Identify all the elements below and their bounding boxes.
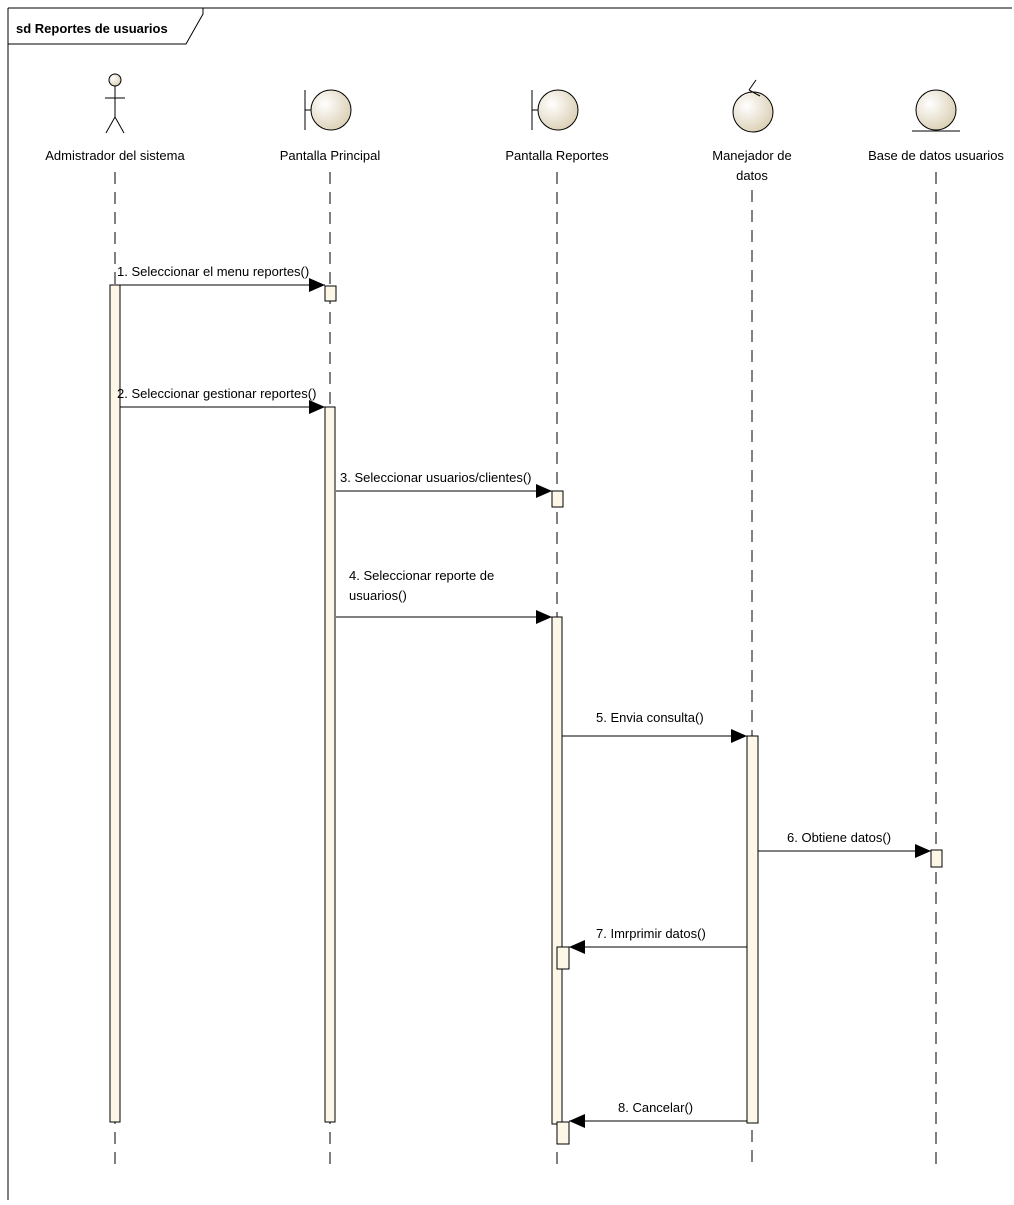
lifeline-label: Base de datos usuarios bbox=[868, 148, 1004, 163]
arrowhead-icon bbox=[536, 484, 552, 498]
boundary-icon bbox=[304, 89, 352, 131]
lifeline-label: Pantalla Principal bbox=[280, 148, 381, 163]
message-label: 6. Obtiene datos() bbox=[787, 830, 891, 845]
activation-bar bbox=[930, 849, 943, 868]
arrowhead-icon bbox=[569, 1114, 585, 1128]
message-label: 1. Seleccionar el menu reportes() bbox=[117, 264, 309, 279]
activation-bar bbox=[551, 490, 564, 508]
message-label: 4. Seleccionar reporte de bbox=[349, 568, 494, 583]
activation-bar bbox=[556, 1121, 570, 1145]
arrowhead-icon bbox=[309, 400, 325, 414]
messages: 1. Seleccionar el menu reportes() 2. Sele… bbox=[117, 264, 931, 1128]
message-label: 5. Envia consulta() bbox=[596, 710, 704, 725]
arrowhead-icon bbox=[536, 610, 552, 624]
activation-bar bbox=[746, 735, 759, 1124]
activation-bar bbox=[324, 285, 337, 302]
lifeline-label: Pantalla Reportes bbox=[505, 148, 609, 163]
message-label: 2. Seleccionar gestionar reportes() bbox=[117, 386, 316, 401]
lifeline-labels: Admistrador del sistema Pantalla Principa… bbox=[45, 148, 1004, 183]
arrowhead-icon bbox=[915, 844, 931, 858]
diagram-frame: sd Reportes de usuarios bbox=[7, 7, 1012, 1200]
entity-icon bbox=[912, 89, 960, 132]
control-icon bbox=[732, 79, 774, 133]
arrowhead-icon bbox=[309, 278, 325, 292]
lifeline-label: Manejador de bbox=[712, 148, 792, 163]
lifeline-label: datos bbox=[736, 168, 768, 183]
frame-title: sd Reportes de usuarios bbox=[16, 21, 168, 36]
lifeline-label: Admistrador del sistema bbox=[45, 148, 185, 163]
arrowhead-icon bbox=[569, 940, 585, 954]
activation-bar bbox=[109, 284, 121, 1123]
message-label: 8. Cancelar() bbox=[618, 1100, 693, 1115]
activations bbox=[109, 284, 943, 1145]
activation-bar bbox=[324, 406, 336, 1123]
arrowhead-icon bbox=[731, 729, 747, 743]
lifelines bbox=[114, 172, 937, 1168]
message-label: 7. Imrprimir datos() bbox=[596, 926, 706, 941]
activation-bar bbox=[551, 616, 563, 1125]
message-label: 3. Seleccionar usuarios/clientes() bbox=[340, 470, 531, 485]
actor-figure bbox=[105, 73, 125, 134]
boundary-icon bbox=[531, 89, 579, 131]
message-label: usuarios() bbox=[349, 588, 407, 603]
activation-bar bbox=[556, 946, 570, 970]
